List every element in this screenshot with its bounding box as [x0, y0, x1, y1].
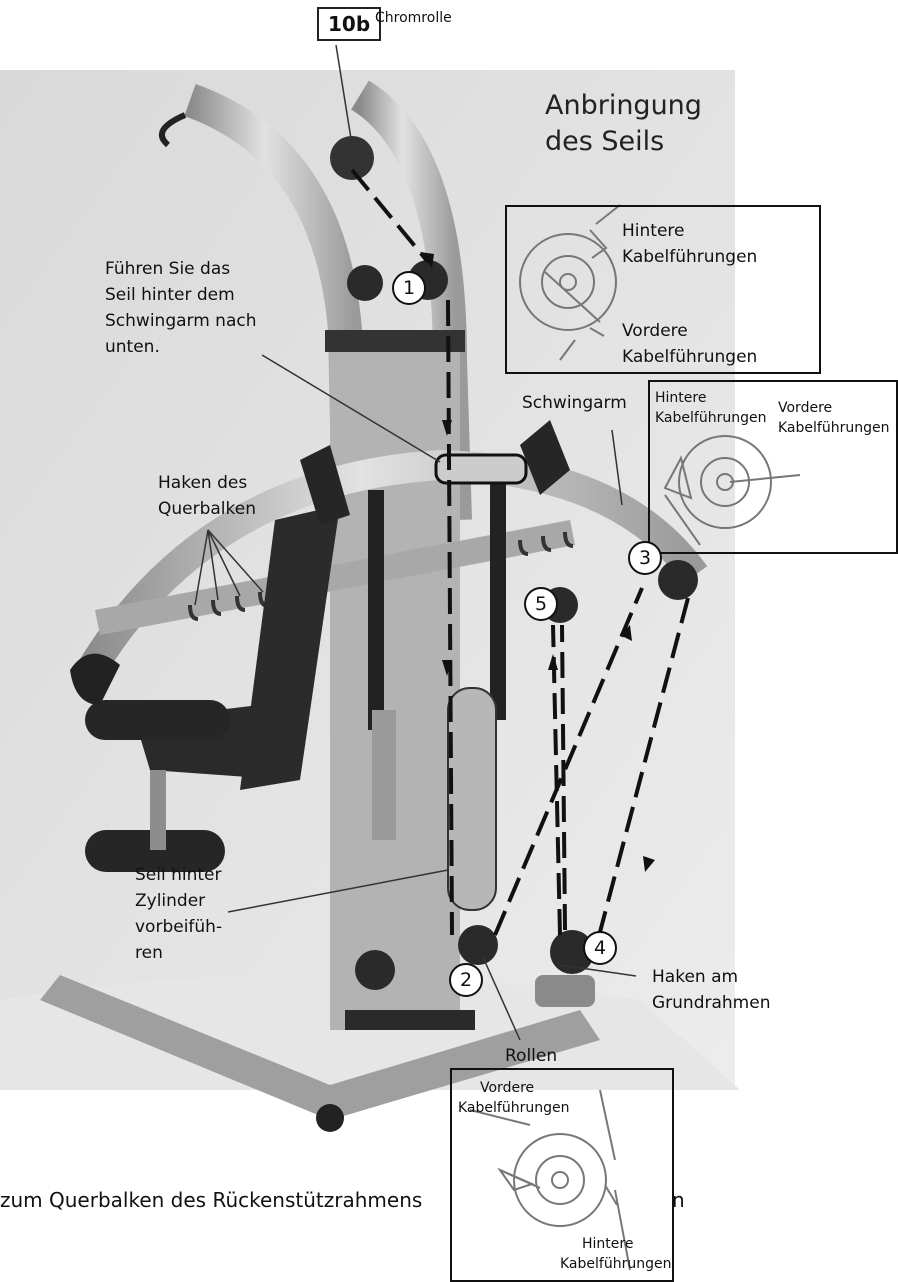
column-strap	[325, 330, 465, 352]
step-4: 4	[583, 931, 617, 965]
part-tag: 10b	[317, 7, 382, 41]
callout-swing-arm: Schwingarm	[522, 393, 627, 413]
inset-top-pulley	[519, 204, 621, 361]
callout-leaders	[194, 44, 637, 1041]
seat-support	[150, 770, 166, 850]
handle-grip-left	[300, 445, 350, 525]
cylinder-pad	[447, 687, 497, 911]
leg-roller-upper	[85, 700, 230, 740]
base-foot-right	[535, 975, 595, 1007]
crossbar-hooks	[188, 531, 574, 621]
base-foot-wheel	[316, 1104, 344, 1132]
hook-hanger	[158, 112, 187, 148]
central-column	[330, 330, 460, 1030]
chrome-pulley	[330, 136, 374, 180]
inset-mid-pulley	[663, 435, 801, 546]
pulley-4	[550, 930, 594, 974]
step-3: 3	[628, 541, 662, 575]
swing-arm-end-pad	[70, 653, 120, 705]
press-arm-left	[368, 490, 384, 730]
chrome-label: Chromrolle	[375, 10, 452, 26]
step-2: 2	[449, 963, 483, 997]
inset-frame-bottom	[450, 1068, 674, 1282]
inset-frame-top	[505, 205, 821, 374]
caption: zum Querbalken des Rückenstützrahmens	[0, 1188, 423, 1212]
arched-upright-right	[350, 80, 472, 521]
cable-route	[350, 168, 690, 936]
pulley-upright-left	[347, 265, 383, 301]
cylinder-left	[372, 710, 396, 840]
step-5: 5	[524, 587, 558, 621]
press-arm-right	[490, 480, 506, 720]
base-frame	[40, 975, 600, 1120]
swing-arm-handle	[434, 453, 528, 485]
caption-tail: n	[672, 1188, 685, 1212]
inset-frame-mid	[648, 380, 898, 554]
handle-grip-right	[520, 420, 570, 495]
leg-roller-lower	[85, 830, 225, 872]
step-1: 1	[392, 271, 426, 305]
bottom-strap	[345, 1010, 475, 1030]
pulley-3	[658, 560, 698, 600]
pulley-2	[458, 925, 498, 965]
pulley-bottom-left	[355, 950, 395, 990]
callout-rollers: Rollen	[505, 1046, 558, 1066]
cable-arrows	[420, 252, 655, 872]
arched-upright-left	[184, 83, 372, 801]
inset-bottom-pulley	[469, 1089, 631, 1271]
swing-arm-curve	[71, 449, 708, 688]
